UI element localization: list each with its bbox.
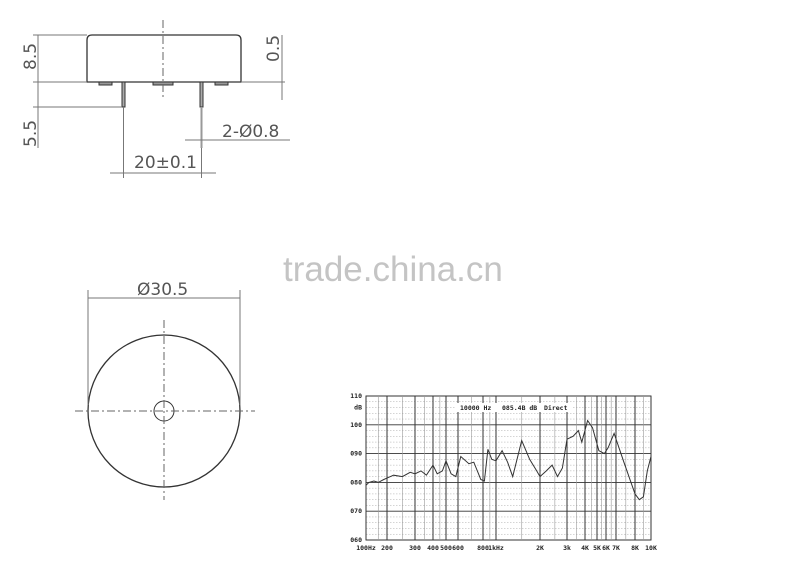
y-tick-label: 060 xyxy=(350,536,362,544)
x-tick-label: 1kHz xyxy=(488,544,504,552)
header-level: 085.4B dB xyxy=(502,404,537,412)
pad xyxy=(214,81,229,86)
pin-left xyxy=(121,81,126,108)
y-axis-label: dB xyxy=(354,404,362,412)
x-tick-label: 4K xyxy=(581,544,589,552)
buzzer-body xyxy=(86,34,242,83)
x-tick-label: 5K xyxy=(593,544,601,552)
plot-frame xyxy=(365,395,652,541)
pin-length-dimension: 5.5 xyxy=(21,120,41,147)
x-tick-label: 2K xyxy=(536,544,544,552)
pad-dimension: 0.5 xyxy=(264,35,284,62)
header-mode: Direct xyxy=(544,404,568,412)
x-tick-label: 500 xyxy=(440,544,452,552)
height-dimension: 8.5 xyxy=(21,43,41,70)
x-tick-label: 100Hz xyxy=(356,544,376,552)
y-tick-label: 100 xyxy=(350,421,362,429)
x-tick-label: 300 xyxy=(409,544,421,552)
y-tick-label: 090 xyxy=(350,450,362,458)
response-curve xyxy=(365,419,652,501)
pin-pitch-dimension: 20±0.1 xyxy=(134,153,197,173)
x-tick-label: 6K xyxy=(602,544,610,552)
header-background xyxy=(456,403,572,412)
pin-right xyxy=(199,81,204,108)
x-tick-label: 200 xyxy=(381,544,393,552)
x-tick-label: 10K xyxy=(645,544,657,552)
x-tick-label: 8K xyxy=(631,544,639,552)
diameter-dimension: Ø30.5 xyxy=(137,280,188,300)
y-tick-label: 080 xyxy=(350,478,362,486)
watermark: trade.china.cn xyxy=(283,250,503,289)
x-tick-label: 800 xyxy=(477,544,489,552)
side-view xyxy=(33,20,290,178)
x-tick-label: 400 xyxy=(427,544,439,552)
y-tick-label: 070 xyxy=(350,507,362,515)
x-tick-label: 600 xyxy=(452,544,464,552)
x-tick-label: 7K xyxy=(612,544,620,552)
pad xyxy=(98,81,113,86)
y-tick-label: 110 xyxy=(350,392,362,400)
header-frequency: 10000 Hz xyxy=(460,404,491,412)
x-tick-label: 3k xyxy=(563,544,571,552)
pin-diameter-dimension: 2-Ø0.8 xyxy=(222,122,279,142)
top-view xyxy=(75,290,255,500)
